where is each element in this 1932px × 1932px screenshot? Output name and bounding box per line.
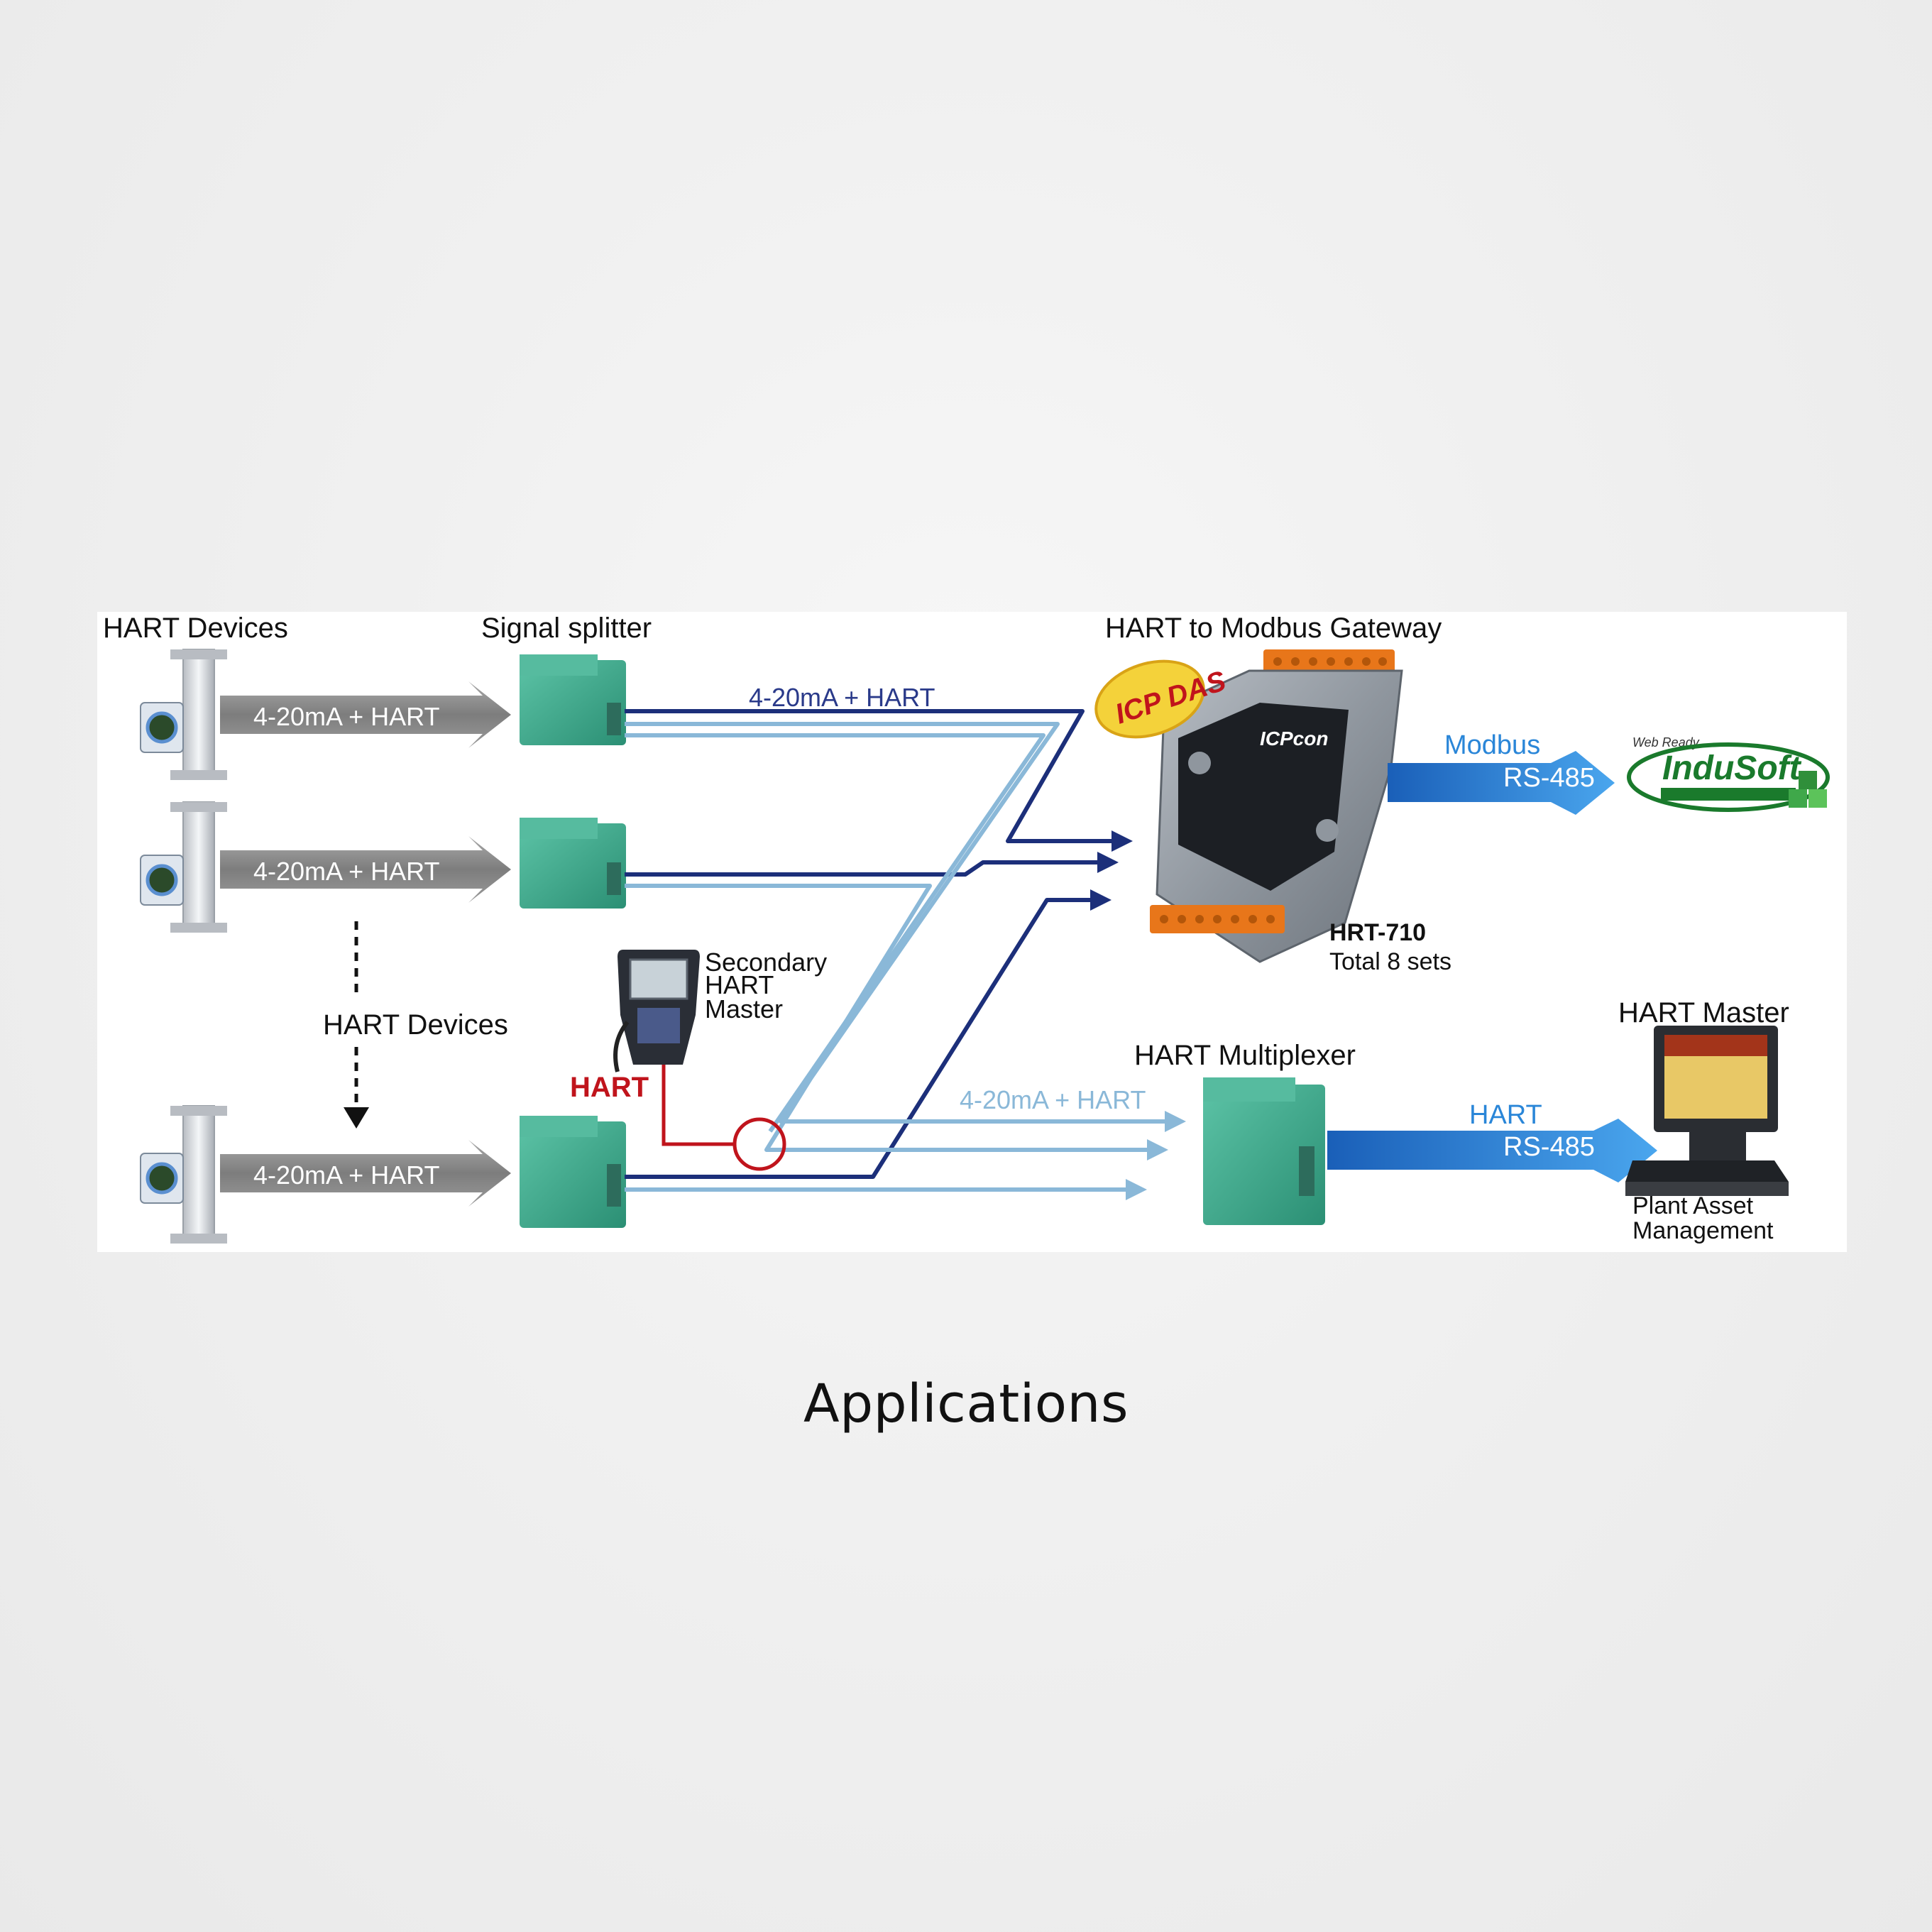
signal-splitter-1 (520, 654, 626, 745)
signal-label-1: 4-20mA + HART (253, 702, 439, 731)
signal-arrow-3: 4-20mA + HART (220, 1140, 511, 1207)
dark-line-3 (625, 889, 1112, 1179)
hart-multiplexer (1203, 1077, 1325, 1225)
model-label: HRT-710 (1329, 919, 1426, 946)
hart-multiplexer-label: HART Multiplexer (1134, 1040, 1356, 1071)
plant-asset-line1: Plant Asset (1632, 1192, 1754, 1219)
icp-das-logo: ICP DAS (1094, 659, 1230, 739)
icpcon-logo: ICPcon (1260, 728, 1328, 750)
hart-master-label: HART Master (1618, 997, 1789, 1028)
more-devices-arrow (344, 921, 369, 1129)
hart-device-1 (140, 649, 227, 780)
indusoft-logo: Web Ready InduSoft (1627, 735, 1830, 812)
light-line-2 (625, 884, 1168, 1160)
secondary-master-line2: HART (705, 970, 774, 999)
hart-device-3 (140, 1105, 227, 1244)
light-line-1 (625, 722, 1186, 1132)
hart-device-2 (140, 801, 227, 933)
signal-splitter-2 (520, 818, 626, 909)
signal-lines (625, 709, 1186, 1200)
total-sets-label: Total 8 sets (1329, 948, 1451, 975)
rs485-top-label: RS-485 (1503, 763, 1595, 793)
signal-splitter-3 (520, 1116, 626, 1228)
svg-text:InduSoft: InduSoft (1662, 750, 1802, 787)
signal-splitter-label: Signal splitter (481, 613, 652, 644)
hart-rs485-arrow: HART RS-485 (1327, 1100, 1657, 1182)
dark-line-1 (625, 709, 1133, 852)
signal-line-label-bottom: 4-20mA + HART (960, 1085, 1146, 1114)
signal-arrow-1: 4-20mA + HART (220, 681, 511, 748)
signal-arrow-2: 4-20mA + HART (220, 836, 511, 903)
dark-line-2 (625, 852, 1119, 877)
caption: Applications (803, 1373, 1129, 1434)
secondary-master-line3: Master (705, 994, 783, 1023)
handheld-communicator (613, 950, 700, 1072)
plant-asset-line2: Management (1632, 1217, 1774, 1244)
hart-red-label: HART (570, 1072, 649, 1103)
modbus-label: Modbus (1444, 730, 1540, 760)
signal-label-3: 4-20mA + HART (253, 1160, 439, 1190)
hart-devices-middle-label: HART Devices (323, 1009, 508, 1041)
modbus-rs485-arrow: Modbus RS-485 (1388, 730, 1615, 815)
secondary-master-line1: Secondary (705, 948, 827, 977)
signal-label-2: 4-20mA + HART (253, 857, 439, 886)
hart-master-computer (1625, 1026, 1789, 1196)
gateway-hrt-710: ICPcon (1150, 649, 1403, 963)
signal-line-label-top: 4-20mA + HART (749, 683, 935, 712)
hart-devices-top-label: HART Devices (103, 613, 288, 644)
rs485-bottom-label: RS-485 (1503, 1132, 1595, 1162)
gateway-title-label: HART to Modbus Gateway (1105, 613, 1442, 644)
hart-red-connection (662, 1065, 786, 1171)
hart-arrow-label: HART (1469, 1100, 1542, 1130)
